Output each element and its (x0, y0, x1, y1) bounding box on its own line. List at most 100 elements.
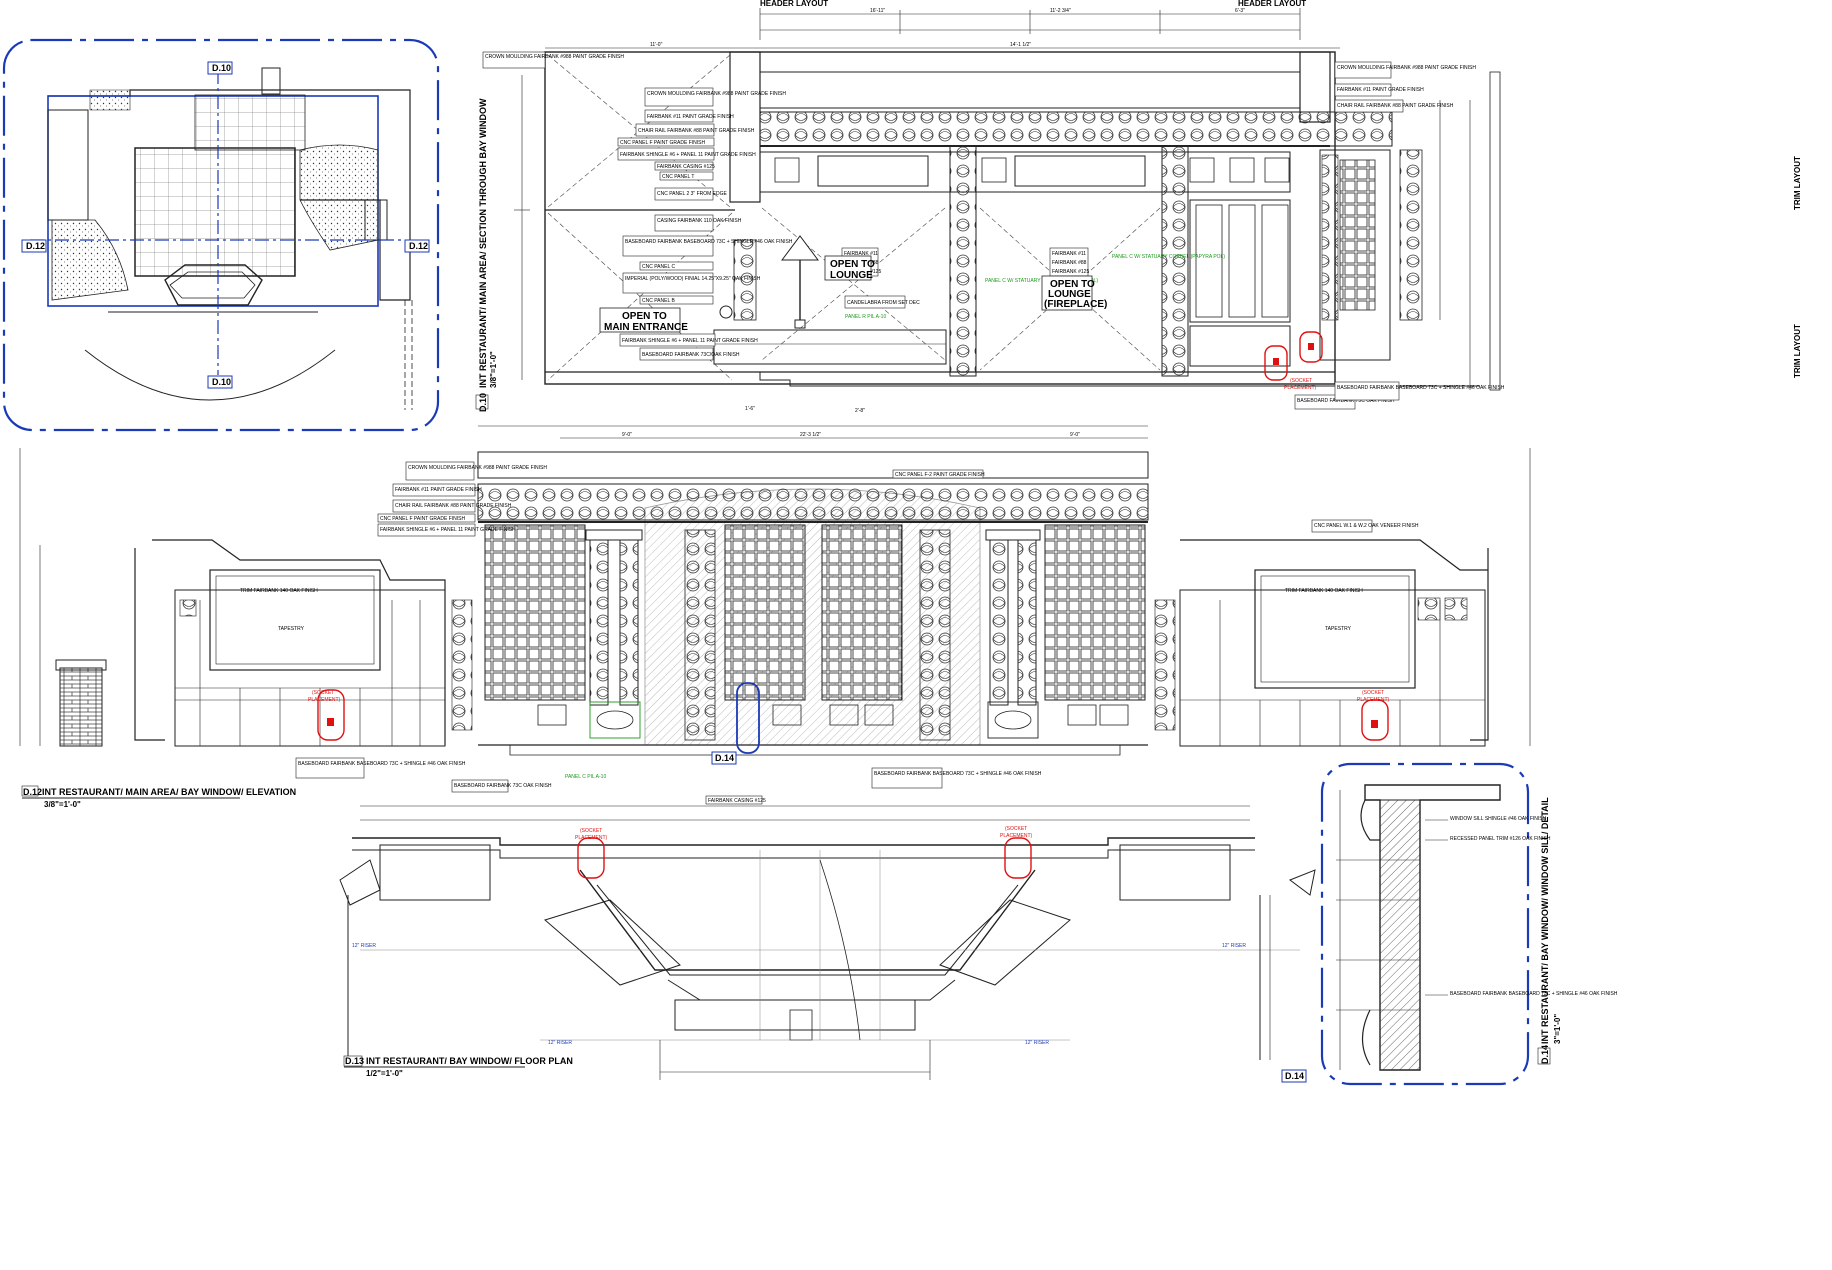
d13-socket-r2: PLACEMENT) (1000, 833, 1033, 839)
d12-socket-r1: (SOCKET (1362, 690, 1384, 696)
d10-open-fireplace-3: (FIREPLACE) (1044, 299, 1107, 310)
keyplan-tag-left: D.12 (26, 241, 45, 251)
d10-note-15: CANDELABRA FROM SET DEC (847, 300, 920, 306)
d12-green: PANEL C PIL A-10 (565, 774, 606, 780)
d10-number: D.10 (478, 393, 488, 412)
d10-dim-5: 11'-0" (650, 42, 663, 48)
d10-note-2: CHAIR RAIL FAIRBANK #88 PAINT GRADE FINI… (638, 128, 755, 134)
header-layout-left: HEADER LAYOUT (760, 0, 828, 8)
d12-base-mid: BASEBOARD FAIRBANK 73C OAK FINISH (454, 783, 552, 789)
d10-open-main-1: OPEN TO (622, 311, 667, 322)
d10-dim-3: 14'-1 1/2" (1010, 42, 1031, 48)
d10-right-note-3: BASEBOARD FAIRBANK BASEBOARD 73C + SHING… (1337, 385, 1505, 391)
d12-socket-r2: PLACEMENT) (1357, 697, 1390, 703)
d12-trim-right: TRIM FAIRBANK 140 OAK FINISH (1285, 588, 1363, 594)
d10-socket-2: PLACEMENT) (1284, 385, 1317, 391)
d12-casing: FAIRBANK CASING #125 (708, 798, 766, 804)
d13-socket-l2: PLACEMENT) (575, 835, 608, 841)
d10-note-14: BASEBOARD FAIRBANK 73C/OAK FINISH (642, 352, 740, 358)
d12-base-right: BASEBOARD FAIRBANK BASEBOARD 73C + SHING… (874, 771, 1042, 777)
d14-note-1: RECESSED PANEL TRIM #126 OAK FINISH (1450, 836, 1551, 842)
detail-d14: WINDOW SILL SHINGLE #46 OAK FINISH RECES… (1281, 762, 1618, 1086)
d10-note-12: CNC PANEL B (642, 298, 675, 304)
d10-note-17b: FAIRBANK #88 (1052, 260, 1087, 266)
d12-note-4: FAIRBANK SHINGLE #6 + PANEL 11 PAINT GRA… (380, 527, 516, 533)
section-d10: HEADER LAYOUT HEADER LAYOUT 16'-11" 11'-… (475, 0, 1802, 414)
d14-note-2: BASEBOARD FAIRBANK BASEBOARD 73C + SHING… (1450, 991, 1618, 997)
d12-number: D.12 (23, 787, 42, 797)
d10-note-19: BASEBOARD FAIRBANK 73C OAK FINISH (1297, 398, 1395, 404)
d10-note-8: CASING FAIRBANK 110 OAK FINISH (657, 218, 742, 224)
trim-layout-bottom: TRIM LAYOUT (1793, 324, 1802, 378)
d12-note-3: CNC PANEL F PAINT GRADE FINISH (380, 516, 465, 522)
d10-right-note-0: CROWN MOULDING FAIRBANK #988 PAINT GRADE… (1337, 65, 1476, 71)
key-plan: D.10 D.10 D.12 D.12 (2, 38, 440, 432)
d12-socket-l1: (SOCKET (312, 690, 334, 696)
d10-note-3: CNC PANEL F PAINT GRADE FINISH (620, 140, 705, 146)
d10-dim-4: 6'-3" (1235, 8, 1245, 14)
d12-note-2: CHAIR RAIL FAIRBANK #88 PAINT GRADE FINI… (395, 503, 512, 509)
keyplan-tag-top: D.10 (212, 63, 231, 73)
d10-title: INT RESTAURANT/ MAIN AREA/ SECTION THROU… (478, 98, 488, 388)
d12-cnc-top: CNC PANEL F-2 PAINT GRADE FINISH (895, 472, 985, 478)
d12-note-0: CROWN MOULDING FAIRBANK #988 PAINT GRADE… (408, 465, 547, 471)
d12-tapestry-right: TAPESTRY (1325, 626, 1352, 632)
d13-riser-right: 12" RISER (1222, 943, 1246, 949)
d10-open-lounge-2: LOUNGE (830, 270, 873, 281)
d13-title: INT RESTAURANT/ BAY WINDOW/ FLOOR PLAN (366, 1056, 573, 1066)
d10-note-13: FAIRBANK SHINGLE #6 + PANEL 11 PAINT GRA… (622, 338, 758, 344)
d10-dim-2: 11'-2 3/4" (1050, 8, 1071, 14)
d10-open-lounge-1: OPEN TO (830, 259, 875, 270)
d14-note-0: WINDOW SILL SHINGLE #46 OAK FINISH (1450, 816, 1547, 822)
d13-riser-bottom-right: 12" RISER (1025, 1040, 1049, 1046)
d10-right-note-1: FAIRBANK #11 PAINT GRADE FINISH (1337, 87, 1424, 93)
d13-scale: 1/2"=1'-0" (366, 1069, 403, 1078)
d10-note-10: CNC PANEL C (642, 264, 675, 270)
d10-note-boxes-left: CROWN MOULDING FAIRBANK #988 PAINT GRADE… (482, 51, 1395, 410)
d14-title: INT RESTAURANT/ BAY WINDOW/ WINDOW SILL/… (1540, 797, 1550, 1044)
d10-note-9: BASEBOARD FAIRBANK BASEBOARD 73C + SHING… (625, 239, 793, 245)
d10-note-16b: FAIRBANK #11 (1052, 251, 1086, 257)
d12-dim-3: 9'-0" (1070, 432, 1080, 438)
d10-note-5: FAIRBANK CASING #125 (657, 164, 715, 170)
d10-open-main-2: MAIN ENTRANCE (604, 322, 688, 333)
trim-layout-top: TRIM LAYOUT (1793, 156, 1802, 210)
keyplan-tag-right: D.12 (409, 241, 428, 251)
d12-base-left: BASEBOARD FAIRBANK BASEBOARD 73C + SHING… (298, 761, 466, 767)
d10-green-2: PANEL R PIL A-10 (845, 314, 886, 320)
d10-dim-b1: 1'-6" (745, 406, 755, 412)
floorplan-d13: 12" RISER 12" RISER 12" RISER 12" RISER … (339, 805, 1316, 1080)
d12-scale: 3/8"=1'-0" (44, 800, 81, 809)
d10-note-0b: CROWN MOULDING FAIRBANK #988 PAINT GRADE… (647, 91, 786, 97)
d10-note-18b: FAIRBANK #125 (1052, 269, 1089, 275)
d13-riser-left: 12" RISER (352, 943, 376, 949)
d10-note-6: CNC PANEL T (662, 174, 694, 180)
d12-dim-2: 22'-3 1/2" (800, 432, 821, 438)
d10-note-1: FAIRBANK #11 PAINT GRADE FINISH (647, 114, 734, 120)
elevation-d12: 9'-0" 22'-3 1/2" 9'-0" (19, 425, 1531, 809)
header-layout-right: HEADER LAYOUT (1238, 0, 1306, 8)
d12-socket-l2: PLACEMENT) (308, 697, 341, 703)
d10-note-16: FAIRBANK #11 (844, 251, 878, 257)
d10-note-0: CROWN MOULDING FAIRBANK #988 PAINT GRADE… (485, 54, 624, 60)
d12-trim-left: TRIM FAIRBANK 140 OAK FINISH (240, 588, 318, 594)
d10-dim-1: 16'-11" (870, 8, 885, 14)
d10-green-1: PANEL C W/ STATUARY CORBEL (PAPYRA POL) (1112, 254, 1225, 260)
d10-note-4: FAIRBANK SHINGLE #6 + PANEL 11 PAINT GRA… (620, 152, 756, 158)
d13-socket-l1: (SOCKET (580, 828, 602, 834)
d12-tag-d14: D.14 (715, 753, 734, 763)
d12-title: INT RESTAURANT/ MAIN AREA/ BAY WINDOW/ E… (42, 787, 296, 797)
d13-riser-bottom-left: 12" RISER (548, 1040, 572, 1046)
d12-dim-1: 9'-0" (622, 432, 632, 438)
d12-tapestry-left: TAPESTRY (278, 626, 305, 632)
d14-tag: D.14 (1285, 1071, 1304, 1081)
d12-note-1: FAIRBANK #11 PAINT GRADE FINISH (395, 487, 482, 493)
d14-scale: 3"=1'-0" (1553, 1014, 1562, 1044)
d10-dim-b2: 2'-8" (855, 408, 865, 414)
d10-socket-1: (SOCKET (1290, 378, 1312, 384)
d10-scale: 3/8"=1'-0" (489, 351, 498, 388)
d13-number: D.13 (345, 1056, 364, 1066)
d13-socket-r1: (SOCKET (1005, 826, 1027, 832)
d10-note-11: IMPERIAL (POLY/WOOD) FINIAL 14.25"X9.25"… (625, 276, 761, 282)
